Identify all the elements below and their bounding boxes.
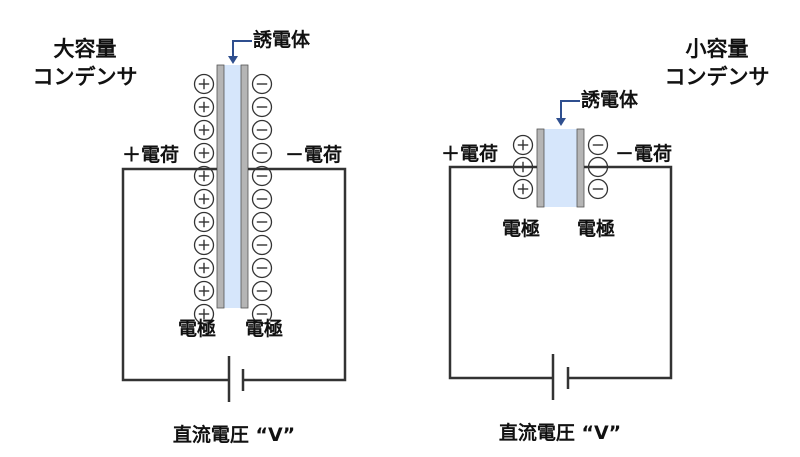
large-title-line1: 大容量 (54, 37, 117, 61)
small-plus-charge-label: ＋電荷 (441, 142, 498, 165)
large-plus-charges (193, 73, 215, 325)
large-dielectric (224, 65, 241, 308)
small-electrode-right-label: 電極 (577, 217, 615, 240)
small-minus-charge-label: －電荷 (615, 142, 672, 165)
small-minus-charges (587, 134, 609, 200)
large-electrode-right-label: 電極 (245, 317, 283, 340)
large-dielectric-label: 誘電体 (253, 28, 311, 51)
small-title-line1: 小容量 (686, 37, 749, 61)
small-dielectric-label: 誘電体 (581, 88, 639, 111)
large-minus-charge-label: －電荷 (285, 143, 342, 166)
small-electrode-left-label: 電極 (502, 217, 540, 240)
small-dielectric (544, 129, 577, 207)
large-electrode-left (216, 64, 225, 309)
large-wire-left (121, 167, 229, 382)
large-electrode-left-label: 電極 (178, 317, 216, 340)
small-plus-charges (512, 134, 534, 200)
small-capacitor: 小容量 コンデンサ 誘電体 ＋電荷 －電荷 電極 電極 直流電圧 “V” (441, 37, 770, 444)
large-capacitor: 大容量 コンデンサ 誘電体 ＋電荷 －電荷 電極 電極 直流電圧 “V” (33, 28, 347, 446)
small-wire-left (448, 165, 553, 380)
large-minus-charges (251, 73, 273, 325)
small-title-line2: コンデンサ (665, 65, 770, 89)
small-electrode-left (536, 128, 545, 208)
small-dielectric-arrowhead (556, 118, 566, 126)
large-wire-right (243, 167, 347, 382)
small-wire-right (568, 165, 673, 380)
large-dielectric-arrowhead (228, 56, 238, 64)
large-electrode-right (240, 64, 249, 309)
large-title-line2: コンデンサ (33, 65, 138, 89)
small-electrode-right (576, 128, 585, 208)
large-plus-charge-label: ＋電荷 (122, 143, 179, 166)
large-dielectric-arrow (232, 40, 252, 60)
large-voltage-label: 直流電圧 “V” (173, 423, 295, 446)
small-dielectric-arrow (560, 100, 580, 122)
small-voltage-label: 直流電圧 “V” (499, 421, 621, 444)
